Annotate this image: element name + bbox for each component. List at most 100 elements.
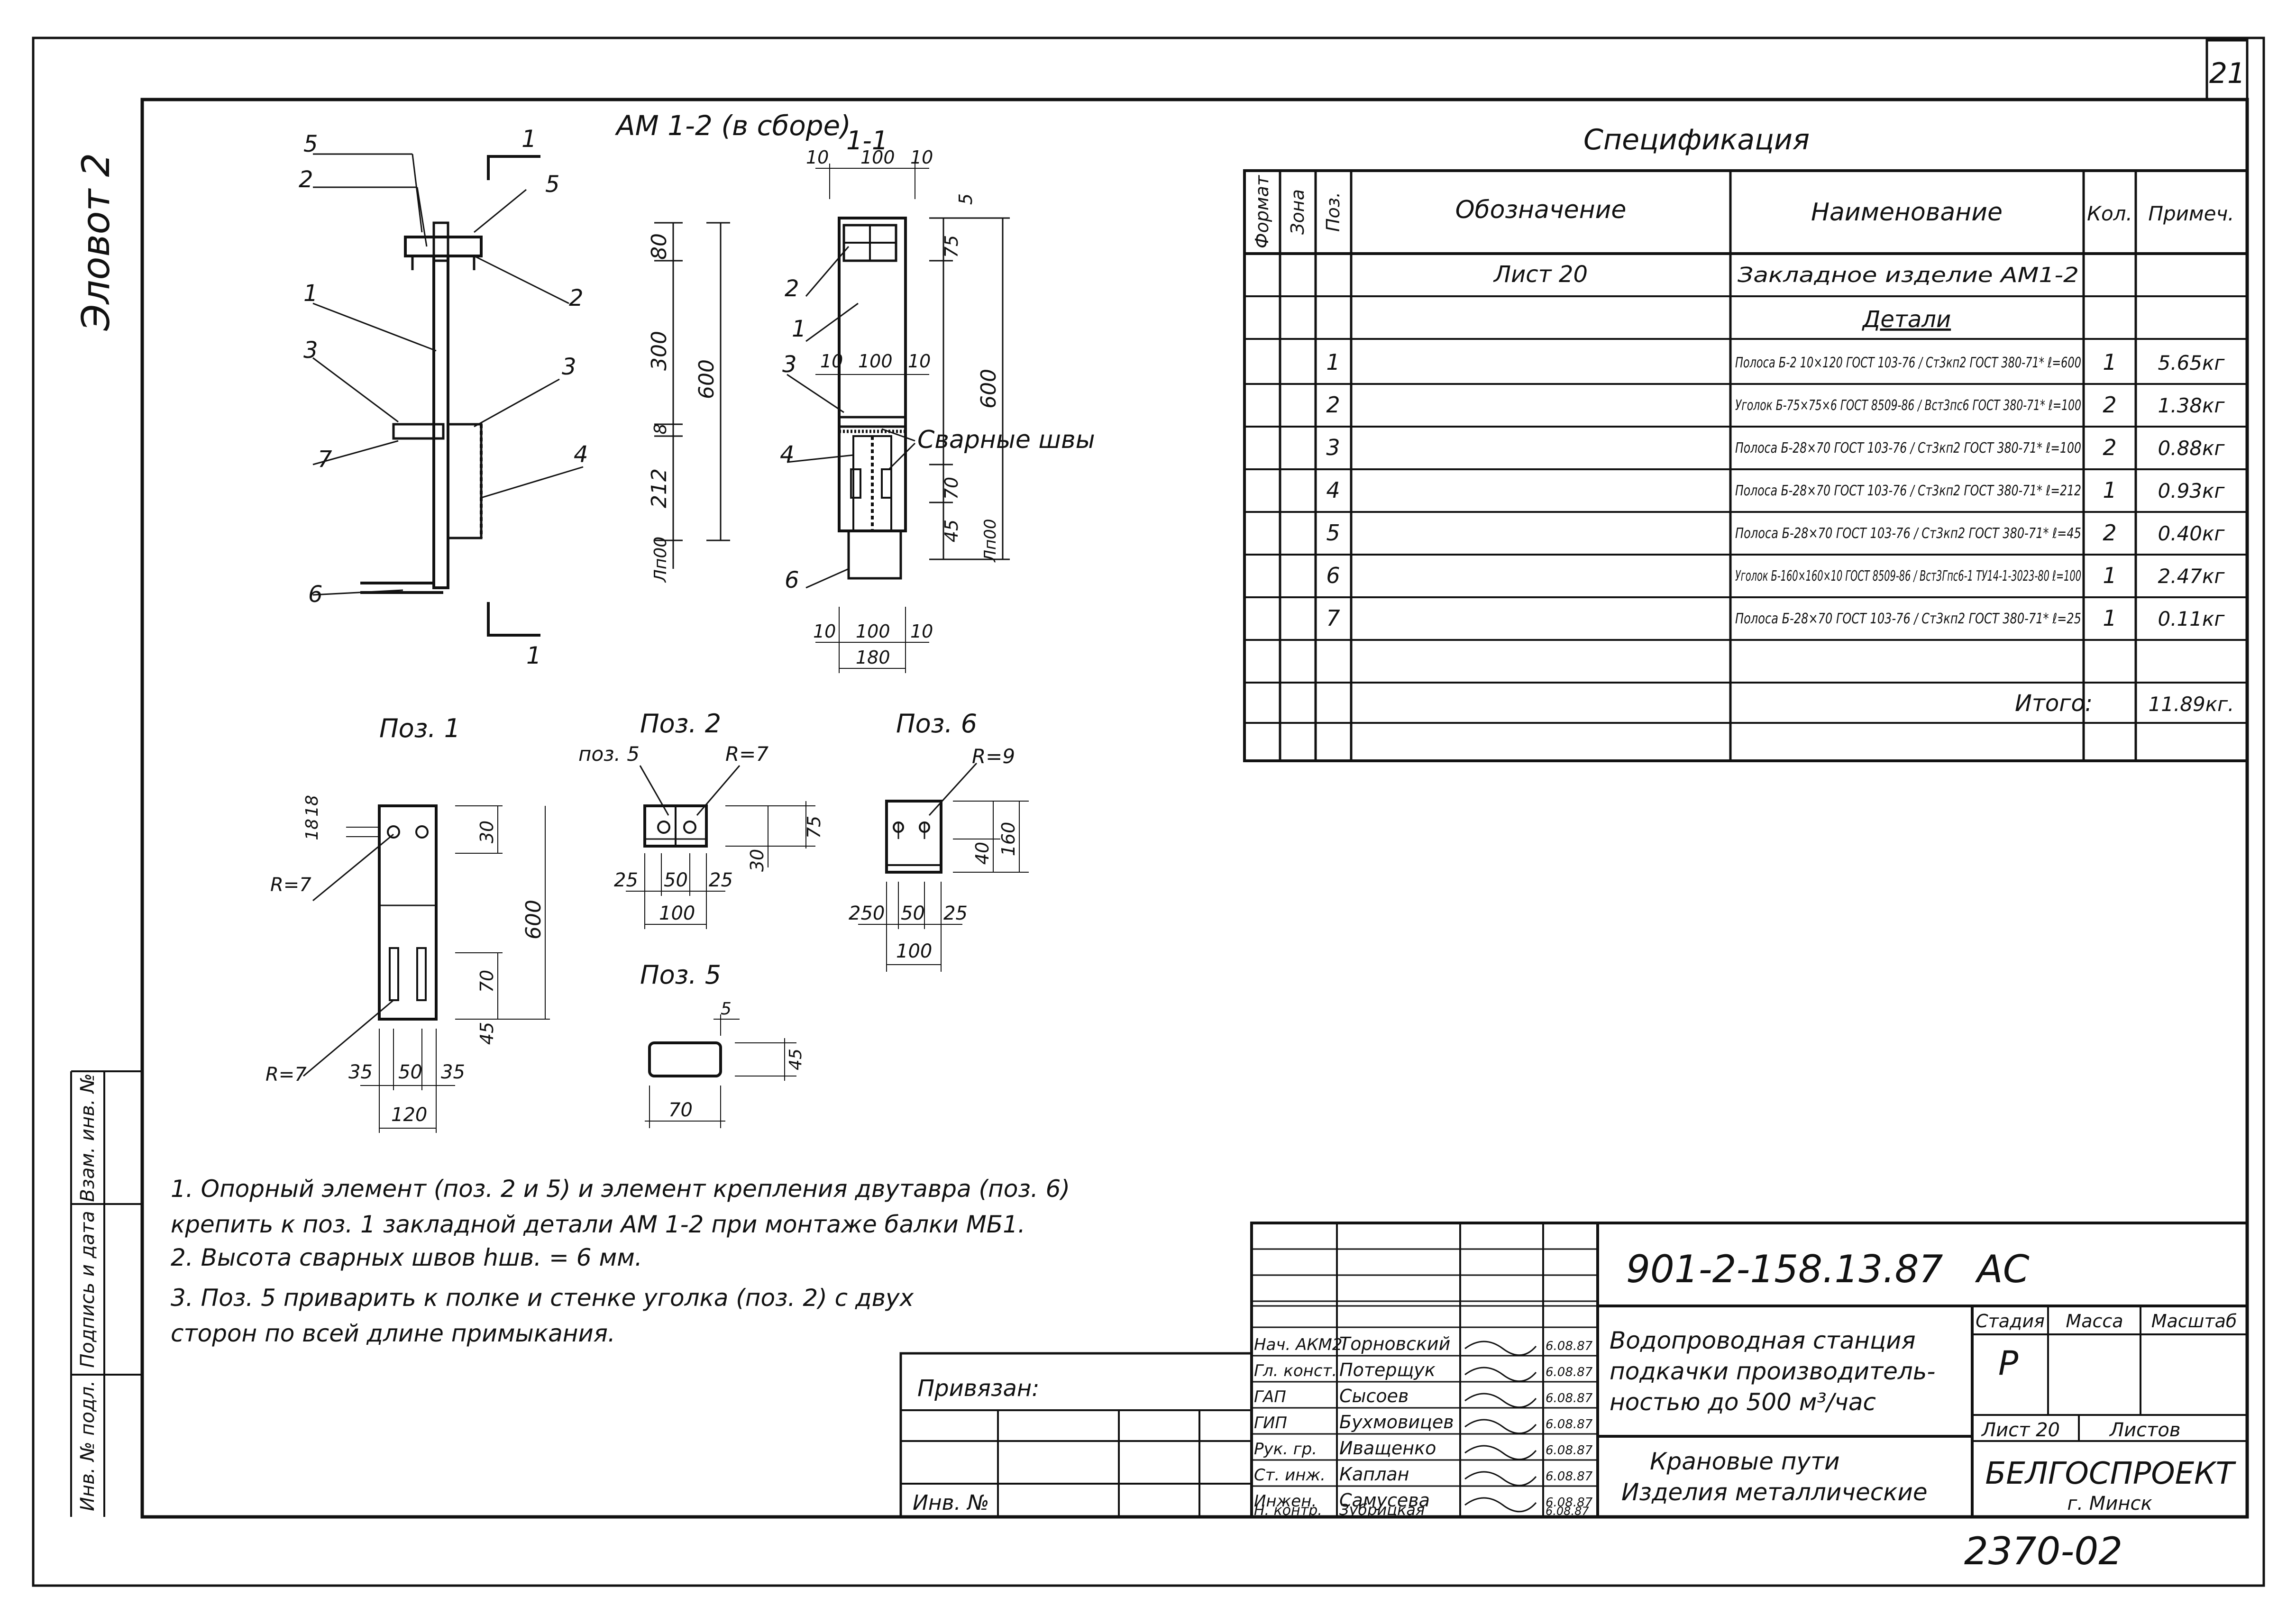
poz1-title: Поз. 1	[379, 713, 460, 743]
tb-subtitle-line: Крановые пути	[1650, 1448, 1840, 1475]
sec-mid-dim-10a: 10	[820, 351, 843, 372]
spec-cell-qty: 2	[2103, 520, 2116, 546]
poz2-dim-75: 75	[804, 816, 824, 839]
tb-person-name: Бухмовицев	[1339, 1412, 1454, 1432]
sec-dim-600: 600	[977, 369, 1001, 409]
dim-8: 8	[651, 424, 670, 435]
spec-row: 1 Полоса Б-2 10×120 ГОСТ 103-76 / Ст3кп2…	[1326, 349, 2225, 375]
spec-cell-note: 0.88кг	[2158, 437, 2225, 460]
detail-poz6: Поз. 6 R=9 40 160 250 50 25 100	[849, 709, 1029, 972]
spec-cell-name: Полоса Б-28×70 ГОСТ 103-76 / Ст3кп2 ГОСТ…	[1735, 483, 2081, 499]
spec-cell-name: Полоса Б-28×70 ГОСТ 103-76 / Ст3кп2 ГОСТ…	[1735, 440, 2081, 456]
poz6-dim-250: 250	[849, 903, 885, 924]
sec-bot-dim-10b: 10	[910, 621, 933, 642]
spec-cell-note: 0.93кг	[2158, 479, 2225, 502]
privyazan-label: Привязан:	[917, 1375, 1039, 1402]
spec-cell-qty: 2	[2103, 392, 2116, 418]
sec-bot-dim-10a: 10	[813, 621, 836, 642]
spec-cell-note: 1.38кг	[2158, 394, 2225, 417]
poz1-dim-70: 70	[476, 970, 497, 993]
note-line: сторон по всей длине примыкания.	[171, 1320, 615, 1347]
tb-person-name: Самусева	[1339, 1490, 1430, 1511]
spec-row: 6 Уголок Б-160×160×10 ГОСТ 8509-86 / Вст…	[1326, 563, 2225, 588]
poz6-title: Поз. 6	[896, 709, 977, 739]
poz1-dim-600: 600	[521, 900, 546, 940]
spec-cell-poz: 3	[1326, 435, 1340, 460]
tb-mark: АС	[1975, 1247, 2030, 1291]
poz6-dim-100: 100	[896, 940, 932, 962]
spec-header-name: Наименование	[1811, 198, 2003, 227]
tb-title-line: ностью до 500 м³/час	[1610, 1388, 1876, 1416]
spec-cell-note: 5.65кг	[2158, 351, 2225, 374]
tb-org: БЕЛГОСПРОЕКТ	[1985, 1456, 2236, 1491]
dim-212: 212	[647, 468, 671, 508]
strip-inv-podl: Инв. № подл.	[77, 1380, 99, 1511]
dim-80: 80	[647, 233, 671, 260]
tb-stage: Р	[1998, 1344, 2019, 1383]
sec-top-dim-10b: 10	[910, 147, 933, 168]
section-mark-bottom: 1	[526, 642, 541, 669]
spec-header-poz: Поз.	[1323, 192, 1344, 232]
spec-cell-poz: 1	[1326, 349, 1340, 375]
tb-date: 6.08.87	[1546, 1443, 1593, 1458]
note-line: 2. Высота сварных швов hшв. = 6 мм.	[171, 1244, 642, 1271]
poz6-dim-50: 50	[901, 903, 925, 924]
label-pos-3b: 3	[562, 354, 576, 380]
sec-bot-dim-100: 100	[856, 621, 890, 642]
sec-mid-dim-100: 100	[858, 351, 893, 372]
dim-600: 600	[695, 359, 719, 399]
poz5-title: Поз. 5	[640, 960, 721, 990]
spec-cell-name: Уголок Б-75×75×6 ГОСТ 8509-86 / Вст3пс6 …	[1735, 397, 2081, 414]
poz6-dim-160: 160	[998, 822, 1019, 857]
tb-person-row: ГАП Сысоев 6.08.87	[1254, 1386, 1593, 1408]
spec-cell-name: Уголок Б-160×160×10 ГОСТ 8509-86 / Вст3Г…	[1735, 568, 2081, 584]
tb-date: 6.08.87	[1546, 1339, 1593, 1353]
spec-header-qty: Кол.	[2087, 202, 2132, 225]
side-note: Эловот 2	[74, 153, 118, 331]
sec-label-3: 3	[782, 351, 797, 378]
tb-person-name: Торновский	[1339, 1333, 1450, 1354]
spec-cell-qty: 1	[2103, 605, 2116, 631]
strip-podpis-data: Подпись и дата	[77, 1211, 99, 1368]
tb-person-row: ГИП Бухмовицев 6.08.87	[1254, 1412, 1593, 1434]
note-line: 3. Поз. 5 приварить к полке и стенке уго…	[171, 1284, 914, 1312]
spec-header-zone: Зона	[1287, 189, 1308, 235]
poz2-dim-25a: 25	[614, 869, 638, 891]
poz1-dim-35b: 35	[441, 1061, 465, 1083]
poz6-radius: R=9	[972, 745, 1015, 768]
poz2-title: Поз. 2	[640, 709, 721, 739]
poz1-dim-35a: 35	[348, 1061, 373, 1083]
tb-person-name: Зубрицкая	[1339, 1501, 1425, 1519]
spec-cell-poz: 4	[1326, 477, 1340, 503]
spec-cell-note: 0.11кг	[2158, 607, 2225, 630]
tb-mass-header: Масса	[2066, 1311, 2123, 1332]
section-view: 1-1 10 100 10 10 100 10 10 100 10 180	[780, 126, 1095, 673]
spec-row-total: Итого: 11.89кг.	[2015, 690, 2234, 717]
spec-header-designation: Обозначение	[1455, 196, 1627, 224]
poz1-dim-18a: 18	[302, 819, 322, 840]
tb-date: 6.08.87	[1546, 1505, 1589, 1518]
tb-person-row: Нач. АКМ2 Торновский 6.08.87	[1254, 1333, 1593, 1356]
tb-title-line: Водопроводная станция	[1610, 1327, 1916, 1354]
tb-sheets-label: Листов	[2109, 1419, 2180, 1441]
tb-person-name: Потерщук	[1339, 1359, 1436, 1380]
weld-label: Сварные швы	[917, 426, 1095, 454]
spec-row: 4 Полоса Б-28×70 ГОСТ 103-76 / Ст3кп2 ГО…	[1326, 477, 2225, 503]
signature-icon	[1464, 1393, 1537, 1408]
tb-code: 901-2-158.13.87	[1626, 1247, 1943, 1291]
tb-person-name: Каплан	[1339, 1464, 1409, 1485]
tb-person-row: Н. контр. Зубрицкая 6.08.87	[1254, 1501, 1589, 1519]
detail-poz5: Поз. 5 5 45 70	[640, 960, 805, 1128]
tb-person-row: Инжен. Самусева 6.08.87	[1254, 1490, 1593, 1513]
tb-city: г. Минск	[2067, 1493, 2152, 1515]
tb-subtitle-line: Изделия металлические	[1621, 1478, 1928, 1506]
poz2-dim-50: 50	[664, 869, 688, 891]
signature-icon	[1464, 1445, 1537, 1460]
spec-cell-total: 11.89кг.	[2148, 693, 2234, 716]
poz2-subtitle: поз. 5	[578, 742, 640, 766]
poz5-dim-70: 70	[668, 1099, 693, 1121]
spec-cell-poz: 6	[1326, 563, 1340, 588]
sec-dim-45: 45	[941, 520, 962, 542]
tb-role: Гл. конст.	[1254, 1361, 1337, 1380]
